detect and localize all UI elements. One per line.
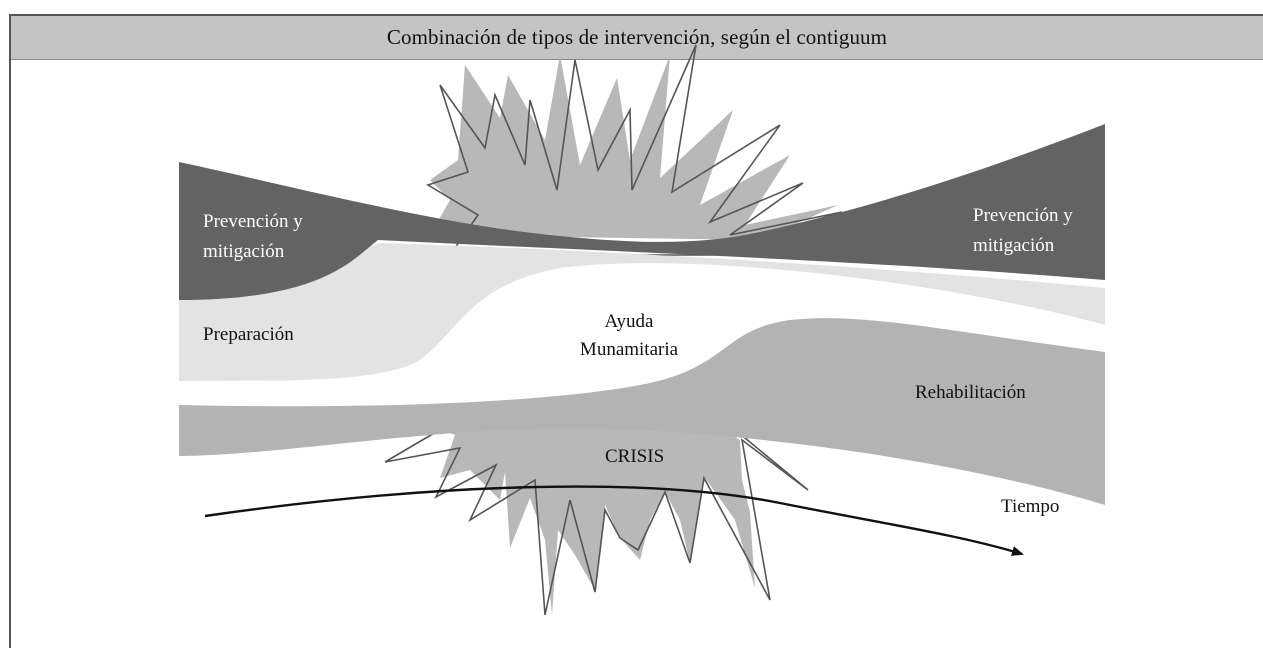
rehabilitation-band [179,318,1105,505]
prevention-right-label-line2: mitigación [973,235,1055,256]
title-bar: Combinación de tipos de intervención, se… [11,16,1263,60]
aid-label-line2: Munamitaria [580,339,679,360]
figure-frame [9,14,1263,648]
aid-label-line1: Ayuda [605,311,654,332]
time-arrow [204,485,1024,556]
crisis-label: CRISIS [605,446,664,467]
lower-burst-outline [384,407,809,616]
preparation-band [179,243,1105,381]
time-label: Tiempo [1001,496,1059,517]
prevention-left-label-line1: Prevención y [203,211,303,232]
lower-crisis-burst [384,407,809,616]
prevention-left-label-line2: mitigación [203,241,285,262]
upper-burst-shadow [430,55,838,240]
figure-title: Combinación de tipos de intervención, se… [386,25,888,49]
prevention-band [179,124,1105,300]
rehabilitation-label: Rehabilitación [915,382,1026,403]
upper-crisis-burst [426,44,843,256]
prevention-right-label-line1: Prevención y [973,205,1073,226]
preparation-label: Preparación [203,324,294,345]
lower-burst-shadow [410,418,755,615]
